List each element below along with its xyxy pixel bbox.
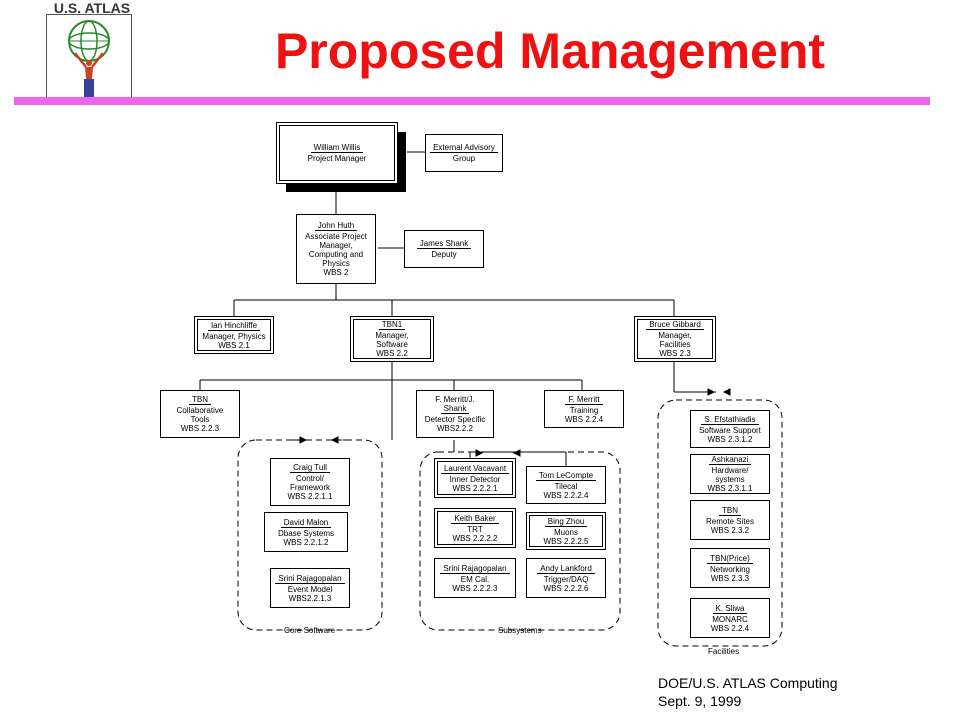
group-label-subsystems: Subsystems bbox=[498, 626, 542, 635]
org-box-software-support: S. Efstathiadis Software Support WBS 2.3… bbox=[690, 410, 770, 448]
org-box-detector-specific: F. Merritt/J. Shank Detector Specific WB… bbox=[416, 390, 494, 438]
org-box-facilities-manager: Bruce Gibbard Manager, Facilities WBS 2.… bbox=[634, 316, 716, 362]
org-box-dbase-systems: David Malon Dbase Systems WBS 2.2.1.2 bbox=[264, 512, 348, 552]
org-box-tilecal: Tom LeCompte Tilecal WBS 2.2.2.4 bbox=[526, 466, 606, 504]
org-box-deputy: James Shank Deputy bbox=[404, 230, 484, 268]
org-box-hardware-systems: Ashkanazi Hardware/ systems WBS 2.3.1.1 bbox=[690, 454, 770, 494]
org-box-software-manager: TBN1 Manager, Software WBS 2.2 bbox=[350, 316, 434, 362]
org-box-monarc: K. Sliwa MONARC WBS 2.2.4 bbox=[690, 598, 770, 638]
org-box-trt: Keith Baker TRT WBS 2.2.2.2 bbox=[434, 508, 516, 548]
org-box-external-advisory: External Advisory Group bbox=[425, 134, 503, 172]
atlas-logo-icon bbox=[46, 14, 132, 102]
org-box-associate-pm: John Huth Associate Project Manager, Com… bbox=[296, 214, 376, 284]
group-label-core-software: Core Software bbox=[284, 626, 336, 635]
group-label-facilities: Facilities bbox=[708, 647, 740, 656]
logo-text: U.S. ATLAS bbox=[53, 0, 131, 16]
org-box-physics-manager: Ian Hinchliffe Manager, Physics WBS 2.1 bbox=[194, 316, 274, 354]
org-box-trigger-daq: Andy Lankford Trigger/DAQ WBS 2.2.2.6 bbox=[526, 558, 606, 598]
org-box-em-cal: Srini Rajagopalan EM Cal. WBS 2.2.2.3 bbox=[434, 558, 516, 598]
org-box-inner-detector: Laurent Vacavant Inner Detector WBS 2.2.… bbox=[434, 458, 516, 498]
title-divider bbox=[14, 97, 930, 105]
slide-title: Proposed Management bbox=[274, 23, 826, 79]
footer-date: Sept. 9, 1999 bbox=[658, 693, 742, 709]
org-box-remote-sites: TBN Remote Sites WBS 2.3.2 bbox=[690, 500, 770, 540]
org-box-muons: Bing Zhou Muons WBS 2.2.2.5 bbox=[526, 512, 606, 550]
org-box-event-model: Srini Rajagopalan Event Model WBS2.2.1.3 bbox=[270, 568, 350, 608]
org-box-control-framework: Craig Tull Control/ Framework WBS 2.2.1.… bbox=[270, 458, 350, 506]
org-box-training: F. Merritt Training WBS 2.2.4 bbox=[544, 390, 624, 428]
org-box-networking: TBN(Price) Networking WBS 2.3.3 bbox=[690, 548, 770, 588]
org-box-project-manager: William Willis Project Manager bbox=[276, 122, 398, 184]
footer: DOE/U.S. ATLAS Computing Sept. 9, 1999 bbox=[658, 674, 837, 710]
org-box-collaborative-tools: TBN Collaborative Tools WBS 2.2.3 bbox=[160, 390, 240, 438]
footer-organization: DOE/U.S. ATLAS Computing bbox=[658, 675, 838, 691]
